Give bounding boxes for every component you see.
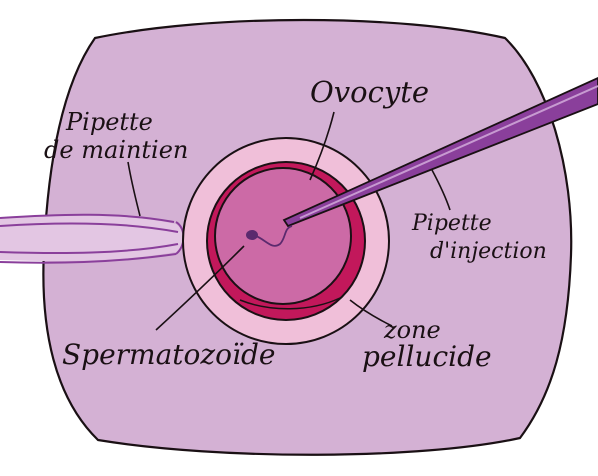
label-zona-2: pellucide (362, 340, 492, 373)
label-sperm: Spermatozoïde (62, 338, 275, 371)
label-injection-pipette-1: Pipette (411, 211, 492, 236)
label-holding-pipette-1: Pipette (65, 108, 153, 136)
label-holding-pipette-2: de maintien (44, 136, 188, 164)
label-injection-pipette-2: d'injection (430, 239, 547, 264)
label-oocyte: Ovocyte (310, 75, 429, 109)
oocyte-cytoplasm (215, 168, 351, 304)
